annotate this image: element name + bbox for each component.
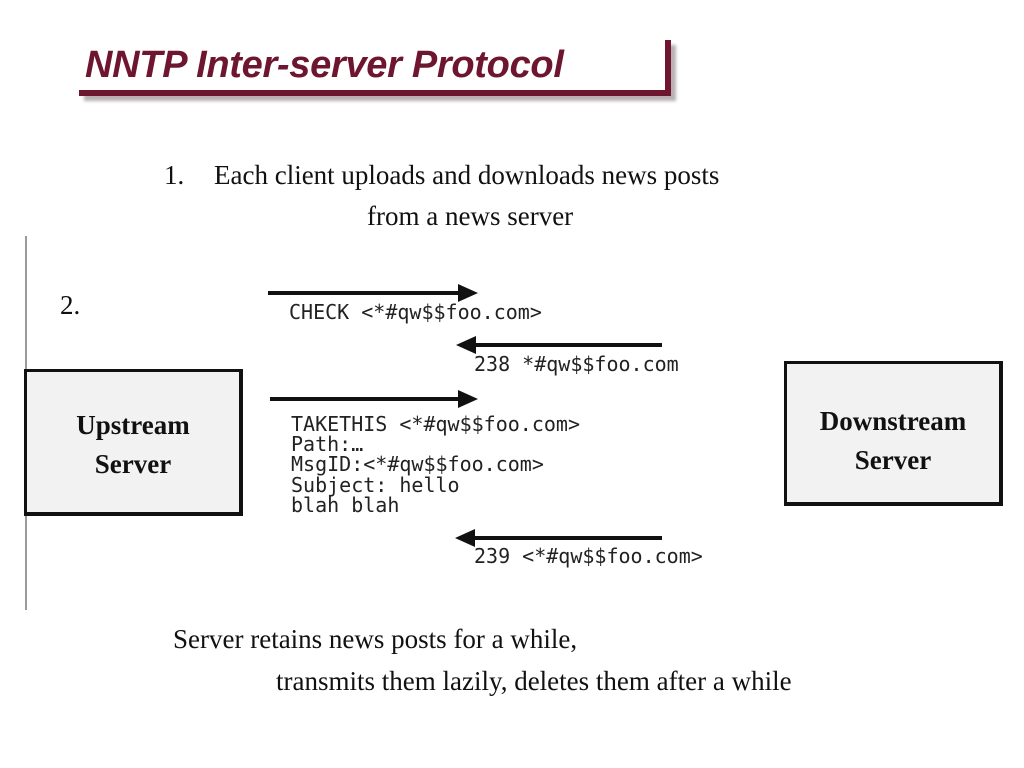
takethis-arrowhead [458,390,478,408]
msgid-message: MsgID:<*#qw$$foo.com> [291,452,544,476]
resp238-arrowhead [456,336,476,354]
path-message: Path:… [291,432,364,456]
upstream-label-line2: Server [94,449,172,479]
item1-number: 1. [164,160,185,190]
check-message: CHECK <*#qw$$foo.com> [289,300,542,324]
item1-line2: from a news server [367,201,574,231]
resp239-arrowhead [455,529,475,547]
upstream-label-line1: Upstream [76,410,190,440]
item1-line1: Each client uploads and downloads news p… [214,160,720,190]
title-banner: NNTP Inter-server Protocol [79,40,679,104]
body-message: blah blah [291,493,400,517]
resp239-message: 239 <*#qw$$foo.com> [474,544,703,568]
resp238-message: 238 *#qw$$foo.com [474,352,679,376]
note-line2: transmits them lazily, deletes them afte… [276,666,792,696]
subject-message: Subject: hello [291,473,460,497]
downstream-label-line1: Downstream [819,406,967,436]
takethis-message: TAKETHIS <*#qw$$foo.com> [291,412,580,436]
note-line1: Server retains news posts for a while, [173,624,578,654]
upstream-server-box: Upstream Server [24,369,243,516]
downstream-label-line2: Server [854,445,932,475]
title-frame [79,40,671,96]
item2-number: 2. [60,290,81,320]
downstream-server-box: Downstream Server [784,361,1003,506]
page-title: NNTP Inter-server Protocol [85,44,564,86]
